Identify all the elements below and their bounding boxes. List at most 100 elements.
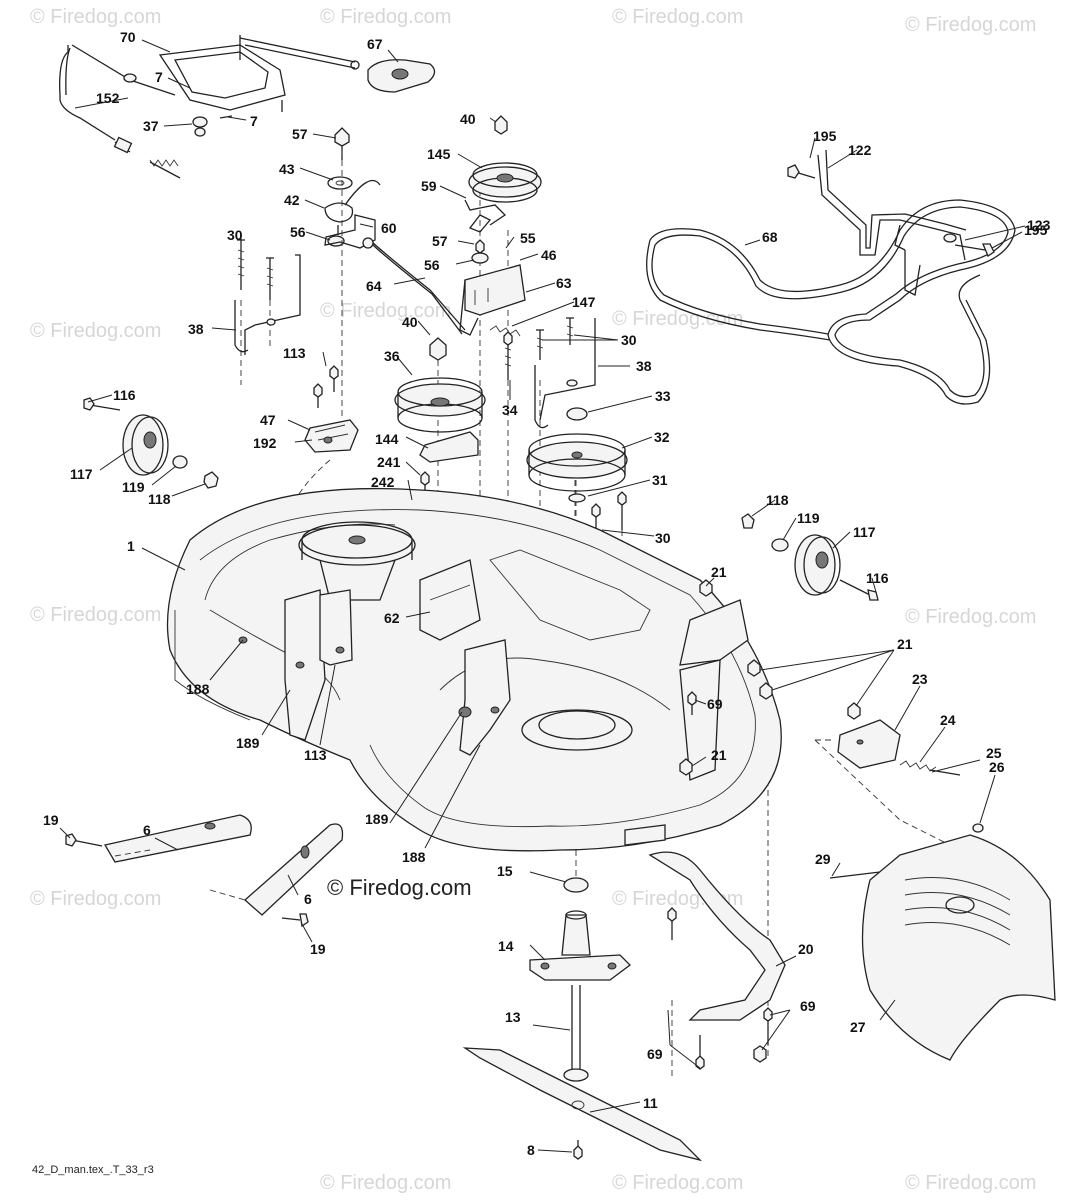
callout-34: 34 xyxy=(502,402,518,418)
callout-47: 47 xyxy=(260,412,276,428)
callout-30: 30 xyxy=(655,530,671,546)
discharge-chute xyxy=(829,834,1056,1061)
callout-7: 7 xyxy=(250,113,258,129)
callout-11: 11 xyxy=(643,1095,658,1111)
callout-69: 69 xyxy=(800,998,816,1014)
callout-21: 21 xyxy=(897,636,913,652)
callout-188: 188 xyxy=(402,849,426,865)
watermark: © Firedog.com xyxy=(320,300,452,322)
callout-117: 117 xyxy=(70,466,93,482)
callout-19: 19 xyxy=(310,941,326,957)
mower-deck xyxy=(166,487,782,852)
callout-60: 60 xyxy=(381,220,397,236)
watermark: © Firedog.com xyxy=(30,604,162,626)
callout-30: 30 xyxy=(621,332,637,348)
callout-195: 195 xyxy=(1024,222,1048,238)
watermark: © Firedog.com xyxy=(30,6,162,28)
callout-38: 38 xyxy=(188,321,204,337)
blade-spindle-assembly xyxy=(462,877,703,1162)
callout-118: 118 xyxy=(766,492,789,508)
callout-62: 62 xyxy=(384,610,400,626)
callout-147: 147 xyxy=(572,294,596,310)
lift-linkage-assembly xyxy=(59,35,360,179)
callout-241: 241 xyxy=(377,454,401,470)
gauge-wheel-left xyxy=(83,397,219,489)
callout-7: 7 xyxy=(155,69,163,85)
callout-30: 30 xyxy=(227,227,243,243)
callout-23: 23 xyxy=(912,671,928,687)
watermark: © Firedog.com xyxy=(30,320,162,342)
mounting-arms xyxy=(65,814,344,928)
callout-15: 15 xyxy=(497,863,513,879)
callout-25: 25 xyxy=(986,745,1002,761)
callout-119: 119 xyxy=(122,479,145,495)
leader-lines xyxy=(59,39,1026,1153)
drive-belt-68 xyxy=(646,199,1016,405)
callout-43: 43 xyxy=(279,161,295,177)
callout-46: 46 xyxy=(541,247,557,263)
watermark: © Firedog.com xyxy=(612,1172,744,1194)
callout-40: 40 xyxy=(402,314,418,330)
callout-42: 42 xyxy=(284,192,300,208)
right-bolts-arm-38 xyxy=(503,317,596,429)
callout-56: 56 xyxy=(290,224,306,240)
nuts-21 xyxy=(679,579,861,776)
callout-70: 70 xyxy=(120,29,136,45)
callout-56: 56 xyxy=(424,257,440,273)
callout-32: 32 xyxy=(654,429,670,445)
chute-bracket-23 xyxy=(837,719,984,833)
callout-119: 119 xyxy=(797,510,820,526)
left-bolts-and-arm xyxy=(234,239,301,355)
watermark: © Firedog.com xyxy=(905,14,1037,36)
callout-69: 69 xyxy=(647,1046,663,1062)
callout-152: 152 xyxy=(96,90,120,106)
callout-21: 21 xyxy=(711,564,727,580)
callout-59: 59 xyxy=(421,178,437,194)
idler-pulley-145 xyxy=(459,115,542,337)
watermark: © Firedog.com xyxy=(905,1172,1037,1194)
belt-guide-bracket xyxy=(787,149,995,296)
callout-14: 14 xyxy=(498,938,514,954)
callout-57: 57 xyxy=(432,233,448,249)
callout-29: 29 xyxy=(815,851,831,867)
drawing-code: 42_D_man.tex_.T_33_r3 xyxy=(32,1164,154,1176)
callout-26: 26 xyxy=(989,759,1005,775)
callout-38: 38 xyxy=(636,358,652,374)
callout-67: 67 xyxy=(367,36,383,52)
callout-113: 113 xyxy=(283,345,306,361)
callout-189: 189 xyxy=(236,735,260,751)
callout-27: 27 xyxy=(850,1019,866,1035)
watermark: © Firedog.com xyxy=(905,606,1037,628)
callout-192: 192 xyxy=(253,435,277,451)
watermark: © Firedog.com xyxy=(612,308,744,330)
callout-116: 116 xyxy=(113,387,136,403)
callout-68: 68 xyxy=(762,229,778,245)
gauge-wheel-right xyxy=(741,513,879,601)
callout-19: 19 xyxy=(43,812,59,828)
guard-20 xyxy=(648,851,786,1070)
callout-1: 1 xyxy=(127,538,135,554)
callout-8: 8 xyxy=(527,1142,535,1158)
callout-33: 33 xyxy=(655,388,671,404)
callout-122: 122 xyxy=(848,142,872,158)
callout-6: 6 xyxy=(304,891,312,907)
callout-117: 117 xyxy=(853,524,876,540)
callout-36: 36 xyxy=(384,348,400,364)
callout-113: 113 xyxy=(304,747,327,763)
callout-6: 6 xyxy=(143,822,151,838)
callout-13: 13 xyxy=(505,1009,521,1025)
watermark: © Firedog.com xyxy=(320,1172,452,1194)
watermark: © Firedog.com xyxy=(30,888,162,910)
callout-145: 145 xyxy=(427,146,451,162)
bracket-assembly-47 xyxy=(304,365,359,453)
watermark: © Firedog.com xyxy=(320,6,452,28)
callout-144: 144 xyxy=(375,431,399,447)
callout-40: 40 xyxy=(460,111,476,127)
callout-64: 64 xyxy=(366,278,382,294)
pulley-36 xyxy=(394,337,486,463)
callout-242: 242 xyxy=(371,474,395,490)
callout-195: 195 xyxy=(813,128,837,144)
callout-31: 31 xyxy=(652,472,668,488)
